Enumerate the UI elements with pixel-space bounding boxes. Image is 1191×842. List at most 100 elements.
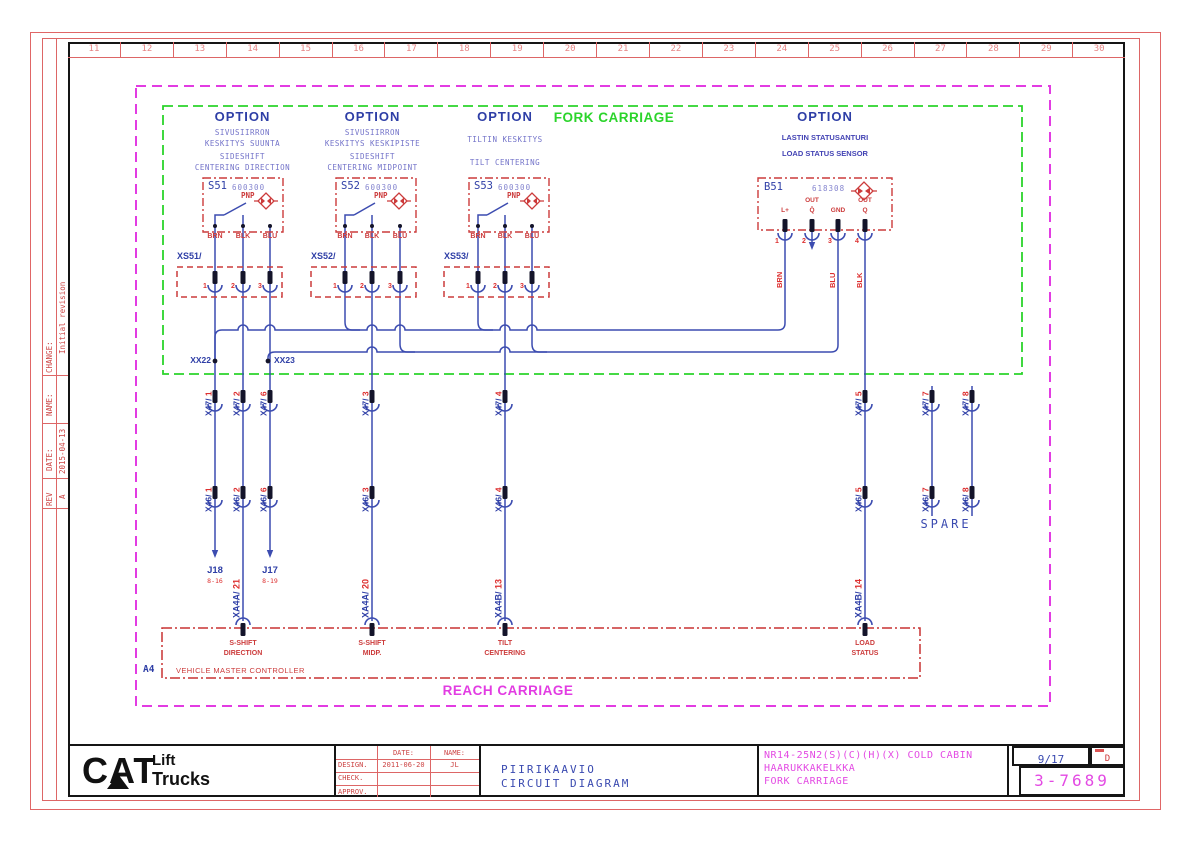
xs-plug-pin bbox=[529, 271, 535, 284]
switch-blade bbox=[486, 202, 509, 216]
x46-plug-pin bbox=[502, 486, 508, 499]
document-title-fi: PIIRIKAAVIO bbox=[501, 763, 596, 776]
x46-plug-pin bbox=[862, 486, 868, 499]
wire-s53-1 bbox=[477, 227, 493, 331]
xs-pin-number: 2 bbox=[231, 283, 235, 290]
sidebar-field-label: CHANGE: bbox=[45, 341, 54, 373]
xs-pin-number: 3 bbox=[388, 283, 392, 290]
controller-plug-pin bbox=[502, 623, 508, 636]
connector-box-XS52 bbox=[310, 266, 417, 298]
b51-plug-pin bbox=[782, 219, 788, 232]
x47-plug-socket bbox=[235, 403, 251, 412]
approval-row-label: CHECK. bbox=[338, 774, 364, 782]
sidebar-row-line bbox=[42, 478, 68, 479]
approval-design-name: JL bbox=[450, 761, 459, 769]
j17-arrow bbox=[266, 550, 274, 558]
x46-label: X46/ 2 bbox=[232, 487, 242, 512]
subtitle-fi: HAARUKKAKELKKA bbox=[764, 763, 856, 774]
xs-pin-number: 3 bbox=[520, 283, 524, 290]
approval-row-label: DESIGN. bbox=[338, 761, 368, 769]
x46-label: X46/ 4 bbox=[494, 487, 504, 512]
x47-plug-socket bbox=[262, 403, 278, 412]
ruler-cell: 18 bbox=[438, 42, 492, 57]
ruler-cell: 16 bbox=[333, 42, 386, 57]
model-designation: NR14-25N2(S)(C)(H)(X) COLD CABIN bbox=[764, 750, 973, 761]
x46-label: X46/ 6 bbox=[259, 487, 269, 512]
xs-plug-socket bbox=[392, 284, 408, 293]
cat-logo: CAT Lift Trucks bbox=[82, 751, 332, 795]
sensor-box-S52 bbox=[335, 177, 417, 233]
x47-label: X47/ 4 bbox=[494, 391, 504, 416]
fork-carriage-zone bbox=[162, 105, 1023, 375]
xs-plug-socket bbox=[470, 284, 486, 293]
revision-letter: D bbox=[1104, 754, 1111, 764]
controller-plug-socket bbox=[857, 617, 873, 626]
x47-plug-socket bbox=[364, 403, 380, 412]
sidebar-row-line bbox=[42, 375, 68, 376]
b51-wire-color: BRN bbox=[775, 272, 784, 288]
ruler-cell: 30 bbox=[1093, 44, 1105, 54]
drawing-number: 3-7689 bbox=[1034, 771, 1110, 790]
revision-mark bbox=[1095, 749, 1104, 752]
xs-plug-pin bbox=[342, 271, 348, 284]
revision-box: D bbox=[1090, 746, 1125, 766]
x47-label: X47/ 7 bbox=[921, 391, 931, 416]
x47-plug-pin bbox=[502, 390, 508, 403]
sensor-pin-dot bbox=[213, 224, 217, 228]
sheet-inner-border bbox=[42, 38, 1140, 801]
switch-blade bbox=[353, 202, 376, 216]
x46-plug-socket bbox=[235, 499, 251, 508]
x46-plug-pin bbox=[969, 486, 975, 499]
ruler-cell: 24 bbox=[756, 42, 809, 57]
document-title-en: CIRCUIT DIAGRAM bbox=[501, 777, 631, 790]
xs-plug-socket bbox=[262, 284, 278, 293]
x47-plug-socket bbox=[924, 403, 940, 412]
x47-plug-pin bbox=[929, 390, 935, 403]
x47-label: X47/ 6 bbox=[259, 391, 269, 416]
sidebar-field-value: A bbox=[58, 494, 67, 499]
x46-plug-socket bbox=[207, 499, 223, 508]
pnp-diamond-icon bbox=[387, 192, 411, 210]
b51-pin-number: 2 bbox=[802, 238, 806, 245]
controller-plug-socket bbox=[364, 617, 380, 626]
switch-blade bbox=[223, 202, 247, 216]
fork-carriage-label: FORK CARRIAGE bbox=[553, 110, 675, 125]
x46-label: X46/ 5 bbox=[854, 487, 864, 512]
sensor-pin-dot bbox=[370, 224, 374, 228]
sidebar-field-value: Initial revision bbox=[58, 282, 67, 354]
controller-plug-pin bbox=[862, 623, 868, 636]
xs-plug-pin bbox=[397, 271, 403, 284]
title-block-top-line bbox=[68, 744, 1125, 746]
sensor-pin-dot bbox=[343, 224, 347, 228]
sensor-pin-dot bbox=[241, 224, 245, 228]
junction-xx22 bbox=[212, 358, 218, 364]
cat-logo-sub2: Trucks bbox=[152, 769, 211, 789]
title-block-divider bbox=[1007, 745, 1009, 797]
sidebar-field-value: 2015-04-13 bbox=[58, 429, 67, 474]
x46-plug-socket bbox=[924, 499, 940, 508]
xs-plug-socket bbox=[337, 284, 353, 293]
ruler-cell: 13 bbox=[174, 42, 227, 57]
controller-ref: A4 bbox=[143, 664, 155, 675]
drawing-number-box: 3-7689 bbox=[1019, 766, 1125, 796]
approval-date-header: DATE: bbox=[392, 749, 415, 757]
b51-diamond-icon bbox=[851, 181, 877, 201]
sidebar-field-label: DATE: bbox=[45, 448, 54, 471]
controller-plug-socket bbox=[235, 617, 251, 626]
xs-plug-pin bbox=[212, 271, 218, 284]
sensor-box-S53 bbox=[468, 177, 550, 233]
cat-logo-sub1: Lift bbox=[152, 752, 176, 769]
b51-plug-socket bbox=[830, 232, 846, 241]
b51-plug-socket bbox=[857, 232, 873, 241]
ruler-cell: 15 bbox=[280, 42, 333, 57]
x47-plug-pin bbox=[862, 390, 868, 403]
xs-plug-socket bbox=[497, 284, 513, 293]
title-block-divider bbox=[479, 745, 481, 797]
approval-table-hline bbox=[336, 785, 479, 786]
switch-contact bbox=[214, 214, 224, 226]
bus-b-wire bbox=[267, 231, 839, 361]
b51-plug-socket bbox=[804, 232, 820, 241]
xs-plug-pin bbox=[502, 271, 508, 284]
ruler-cell: 12 bbox=[121, 42, 174, 57]
